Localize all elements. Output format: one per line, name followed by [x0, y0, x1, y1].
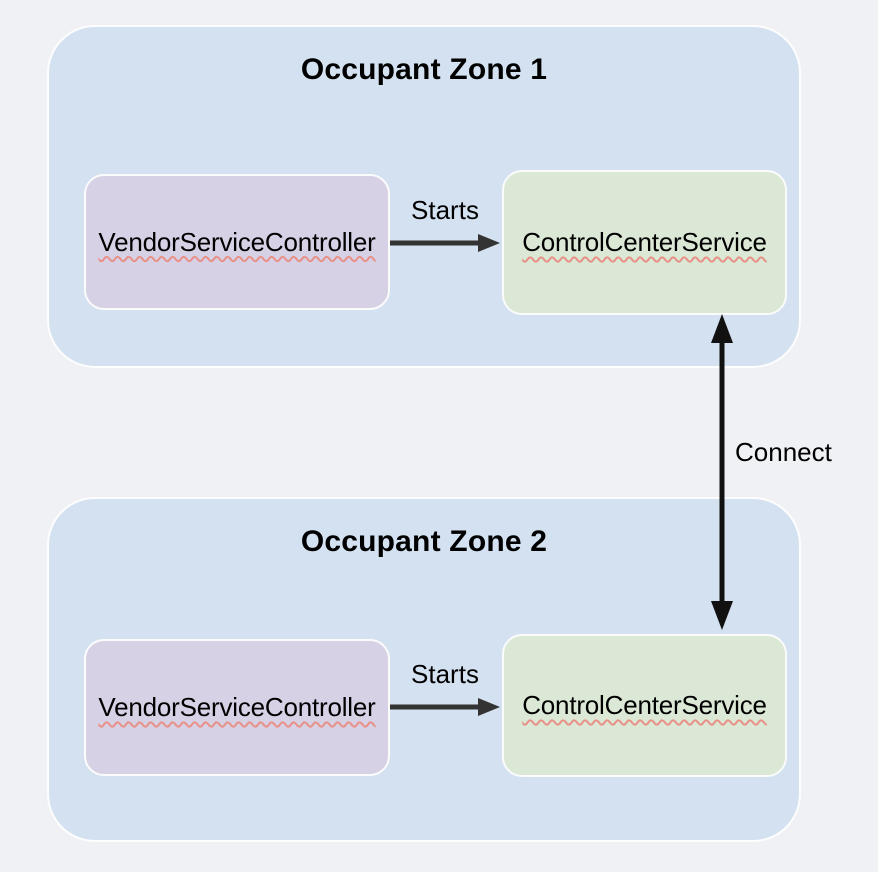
- node-label: VendorServiceController: [98, 692, 376, 722]
- zone-title: Occupant Zone 2: [300, 525, 548, 558]
- occupant-zone-1: Occupant Zone 1 VendorServiceController …: [47, 25, 801, 368]
- connect-arrow-label: Connect: [735, 437, 832, 467]
- starts-arrow: [390, 234, 500, 252]
- vendor-service-controller-node: VendorServiceController: [84, 174, 390, 310]
- vendor-service-controller-node: VendorServiceController: [84, 639, 390, 776]
- starts-arrow: [390, 698, 500, 716]
- arrow-head-down-icon: [711, 601, 733, 630]
- arrow-head-up-icon: [711, 314, 733, 343]
- arrow-head-icon: [478, 234, 500, 252]
- starts-arrow-label: Starts: [411, 659, 479, 689]
- node-label: ControlCenterService: [522, 690, 767, 720]
- control-center-service-node: ControlCenterService: [502, 634, 787, 777]
- control-center-service-node: ControlCenterService: [502, 170, 787, 315]
- node-label: ControlCenterService: [522, 227, 767, 257]
- arrow-head-icon: [478, 698, 500, 716]
- occupant-zone-2: Occupant Zone 2 VendorServiceController …: [47, 497, 801, 842]
- zone-title: Occupant Zone 1: [300, 53, 548, 86]
- starts-arrow-label: Starts: [411, 195, 479, 225]
- node-label: VendorServiceController: [98, 226, 376, 257]
- connect-arrow: [711, 314, 733, 630]
